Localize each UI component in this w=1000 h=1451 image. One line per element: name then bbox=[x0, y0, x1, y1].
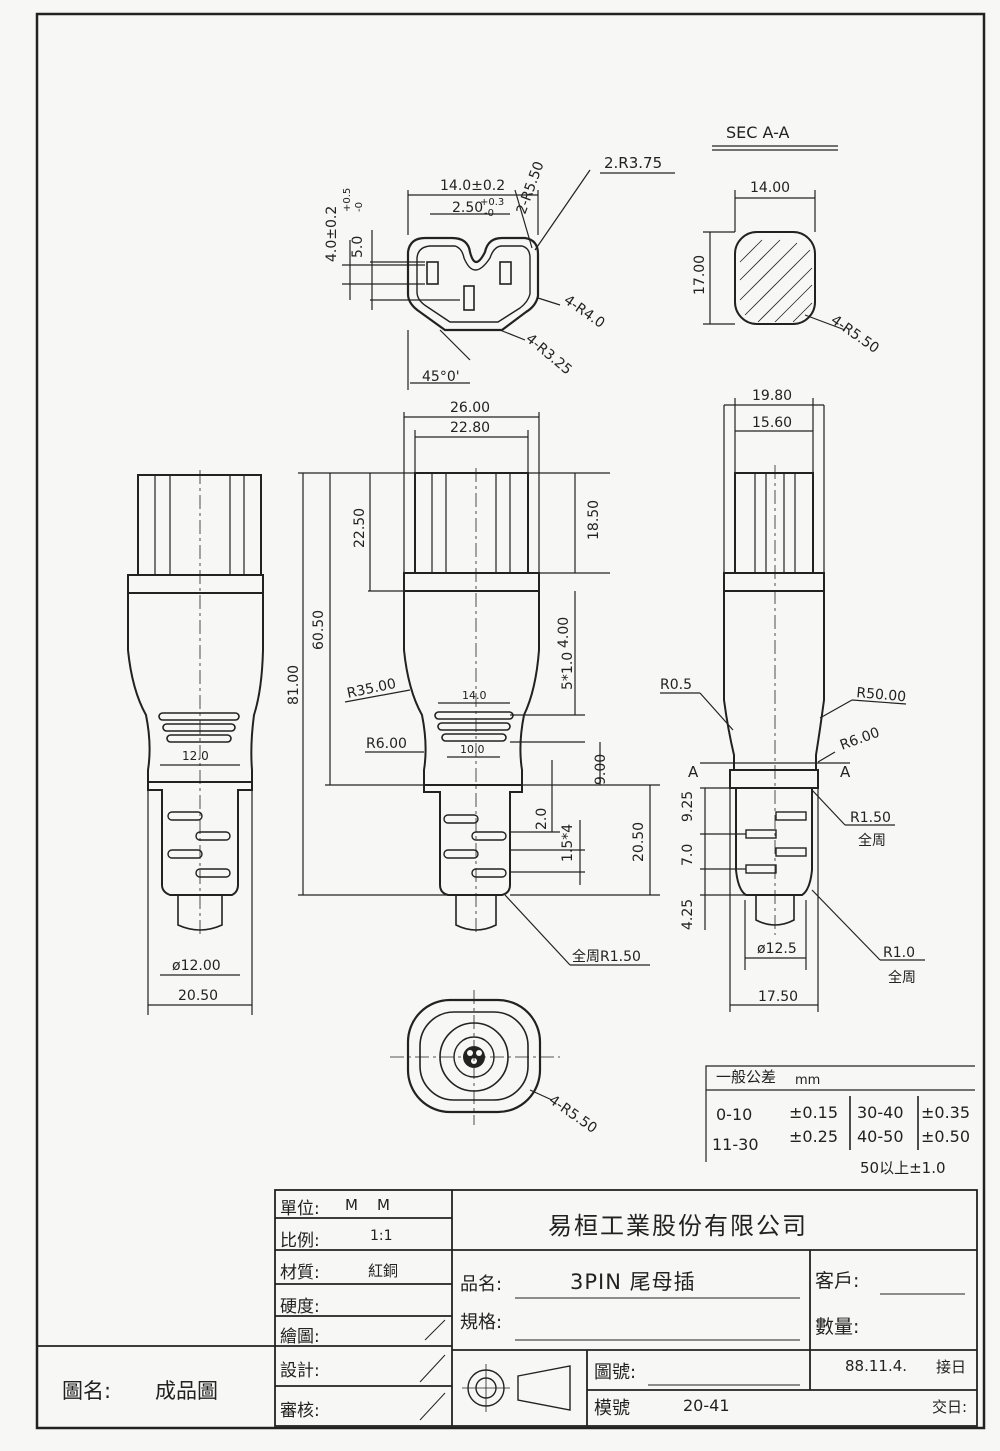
section-view: SEC A-A 14.00 17.00 4-R5.50 bbox=[692, 123, 882, 357]
tolerance-row-1-range2: 40-50 bbox=[857, 1127, 904, 1146]
front-view: 14.0 10.0 26.00 22.80 22.50 60.50 81.00 … bbox=[286, 400, 660, 966]
front-grip-pitch: 1.5*4 bbox=[560, 824, 576, 862]
face-width: 14.0±0.2 bbox=[440, 178, 505, 194]
side-cable-dia: ø12.5 bbox=[757, 941, 797, 957]
face-height-b-tol-lower: -0 bbox=[354, 202, 365, 212]
side-width-outer: 19.80 bbox=[752, 388, 792, 404]
section-width: 14.00 bbox=[750, 180, 790, 196]
front-width-inner: 22.80 bbox=[450, 420, 490, 436]
front-rib-span: 4.00 bbox=[556, 617, 572, 648]
tolerance-row-0-range: 0-10 bbox=[716, 1105, 752, 1124]
front-height-body: 60.50 bbox=[311, 610, 327, 650]
front-neck-height: 9.00 bbox=[593, 754, 609, 785]
face-height-b: 5.0 bbox=[350, 236, 366, 258]
front-height-head: 18.50 bbox=[586, 500, 602, 540]
tolerance-row-1-range: 11-30 bbox=[712, 1135, 759, 1154]
face-corner-radius: 2-R5.50 bbox=[514, 159, 548, 216]
side-section-mark-right: A bbox=[840, 763, 851, 781]
side-dim-a: 9.25 bbox=[680, 791, 696, 822]
side-r-grip: R1.50 bbox=[850, 810, 891, 826]
front-grip-height: 20.50 bbox=[631, 822, 647, 862]
bottom-radius: 4-R5.50 bbox=[546, 1092, 600, 1137]
side-r-grip-note: 全周 bbox=[858, 832, 886, 849]
face-radius-4: 4-R4.0 bbox=[561, 292, 608, 331]
side-dim-c: 4.25 bbox=[680, 899, 696, 930]
front-height-total: 81.00 bbox=[286, 665, 302, 705]
bottom-view: 4-R5.50 bbox=[390, 990, 600, 1137]
face-view: 14.0±0.2 2.50 +0.3 -0 2-R5.50 2.R3.75 4.… bbox=[324, 154, 675, 390]
tolerance-row-0-tol2: ±0.35 bbox=[921, 1103, 970, 1122]
side-r-end-note: 全周 bbox=[888, 969, 916, 986]
face-radius-2: 2.R3.75 bbox=[604, 154, 662, 172]
left-cable-dia: ø12.00 bbox=[172, 958, 221, 974]
tolerance-row-1-tol2: ±0.50 bbox=[921, 1127, 970, 1146]
side-section-mark-left: A bbox=[688, 763, 699, 781]
face-angle: 45°0' bbox=[422, 369, 460, 385]
front-rib-pitch: 5*1.0 bbox=[560, 652, 576, 690]
side-r-mid: R6.00 bbox=[838, 725, 882, 754]
face-radius-4b: 4-R3.25 bbox=[522, 331, 574, 379]
tolerance-row-1-tol: ±0.25 bbox=[789, 1127, 838, 1146]
left-neck-width: 12.0 bbox=[182, 749, 209, 763]
side-view: 19.80 15.60 R0.5 R50.00 R6.00 A A R1.50 … bbox=[660, 388, 925, 1012]
face-height-b-tol-upper: +0.5 bbox=[342, 188, 353, 212]
front-r-large: R35.00 bbox=[346, 676, 398, 702]
tolerance-table: 一般公差 mm 0-10 ±0.15 30-40 ±0.35 11-30 ±0.… bbox=[705, 1065, 975, 1177]
section-title: SEC A-A bbox=[726, 123, 790, 142]
face-pin-gap-tol-upper: +0.3 bbox=[480, 197, 504, 208]
section-shape bbox=[734, 231, 816, 325]
tolerance-extra: 50以上±1.0 bbox=[860, 1159, 946, 1177]
tolerance-unit: mm bbox=[795, 1073, 820, 1088]
front-width-outer: 26.00 bbox=[450, 400, 490, 416]
left-base-width: 20.50 bbox=[178, 988, 218, 1004]
front-rib-width: 14.0 bbox=[462, 689, 487, 702]
section-radius: 4-R5.50 bbox=[828, 312, 882, 357]
title-block bbox=[37, 1189, 978, 1427]
face-pin-gap-tol-lower: -0 bbox=[484, 208, 494, 219]
front-edge-radius: 全周R1.50 bbox=[572, 948, 641, 965]
face-pin-gap: 2.50 bbox=[452, 200, 483, 216]
side-r-small: R0.5 bbox=[660, 677, 692, 693]
front-grip-gap: 2.0 bbox=[534, 808, 550, 830]
face-height-a: 4.0±0.2 bbox=[324, 206, 340, 262]
left-view: 12.0 ø12.00 20.50 bbox=[127, 470, 264, 1015]
front-height-top: 22.50 bbox=[352, 508, 368, 548]
tolerance-title: 一般公差 bbox=[716, 1068, 776, 1086]
drawing-border bbox=[35, 12, 986, 1430]
side-r-large: R50.00 bbox=[856, 685, 907, 705]
front-r-small: R6.00 bbox=[366, 736, 407, 752]
side-dim-b: 7.0 bbox=[680, 844, 696, 866]
section-height: 17.00 bbox=[692, 255, 708, 295]
tolerance-row-0-tol: ±0.15 bbox=[789, 1103, 838, 1122]
front-neck-width: 10.0 bbox=[460, 743, 485, 756]
side-base-width: 17.50 bbox=[758, 989, 798, 1005]
side-r-end: R1.0 bbox=[883, 945, 915, 961]
side-width-inner: 15.60 bbox=[752, 415, 792, 431]
tolerance-row-0-range2: 30-40 bbox=[857, 1103, 904, 1122]
